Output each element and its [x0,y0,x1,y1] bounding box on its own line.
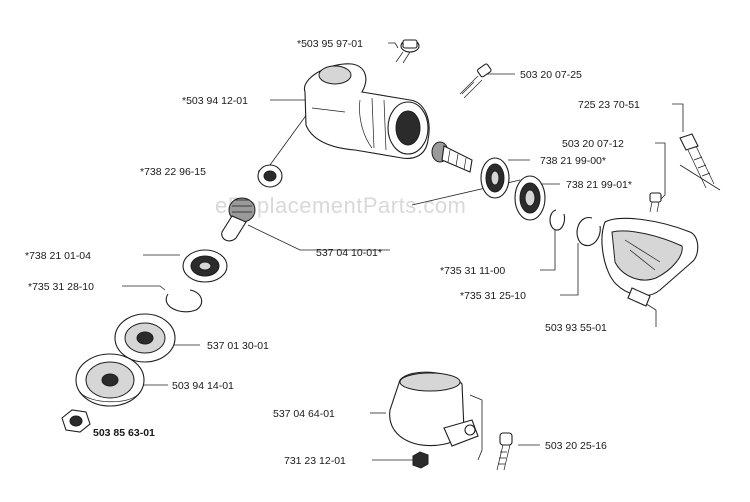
label-537041001: 537 04 10-01* [316,247,382,259]
guard-bracket-503935501 [601,217,699,307]
label-503200725: 503 20 07-25 [520,69,582,81]
circlip-735311100 [549,209,566,231]
nut-731231201 [412,451,429,469]
circlip-735312810 [165,289,203,313]
label-738210104: *738 21 01-04 [25,250,91,262]
label-503941201: *503 94 12-01 [182,95,248,107]
part-labels: *503 95 97-01 503 20 07-25 *503 94 12-01… [25,38,640,467]
gear-housing-503941201 [304,63,430,159]
bearing-738219901 [514,175,546,221]
nut-503856301 [61,409,91,433]
label-735312810: *735 31 28-10 [28,281,94,293]
thrust-washer-537013001 [114,313,176,363]
screw-503200725 [459,63,492,99]
bearing-738210104 [182,249,228,283]
watermark-text: eReplacementParts.com [215,193,466,218]
screw-503202516 [496,432,513,471]
label-735312510: *735 31 25-10 [460,290,526,302]
label-503200712: 503 20 07-12 [562,138,624,150]
bolt-725237051 [679,133,715,189]
screw-503959701 [395,39,420,64]
label-537046401: 537 04 64-01 [273,408,335,420]
label-725237051: 725 23 70-51 [578,99,640,111]
label-503202516: 503 20 25-16 [545,440,607,452]
cup-503941401 [75,353,145,407]
circlip-735312510 [576,217,601,246]
label-735311100: *735 31 11-00 [440,265,505,277]
clamp-537046401 [389,371,479,447]
label-537013001: 537 01 30-01 [207,340,269,352]
bearing-738229615 [257,164,283,188]
screw-503200712 [649,192,662,213]
pinion-shaft-537041001 [431,141,473,173]
label-503856301: 503 85 63-01 [93,427,155,439]
label-503941401: 503 94 14-01 [172,380,234,392]
label-738219900: 738 21 99-00* [540,155,606,167]
leader-lines [122,42,721,461]
label-503935501: 503 93 55-01 [545,322,607,334]
spline-shaft [221,197,256,242]
label-738219901: 738 21 99-01* [566,179,632,191]
bearing-738219900 [480,157,510,199]
label-731231201: 731 23 12-01 [284,455,346,467]
label-738229615: *738 22 96-15 [140,166,206,178]
label-503959701: *503 95 97-01 [297,38,363,50]
